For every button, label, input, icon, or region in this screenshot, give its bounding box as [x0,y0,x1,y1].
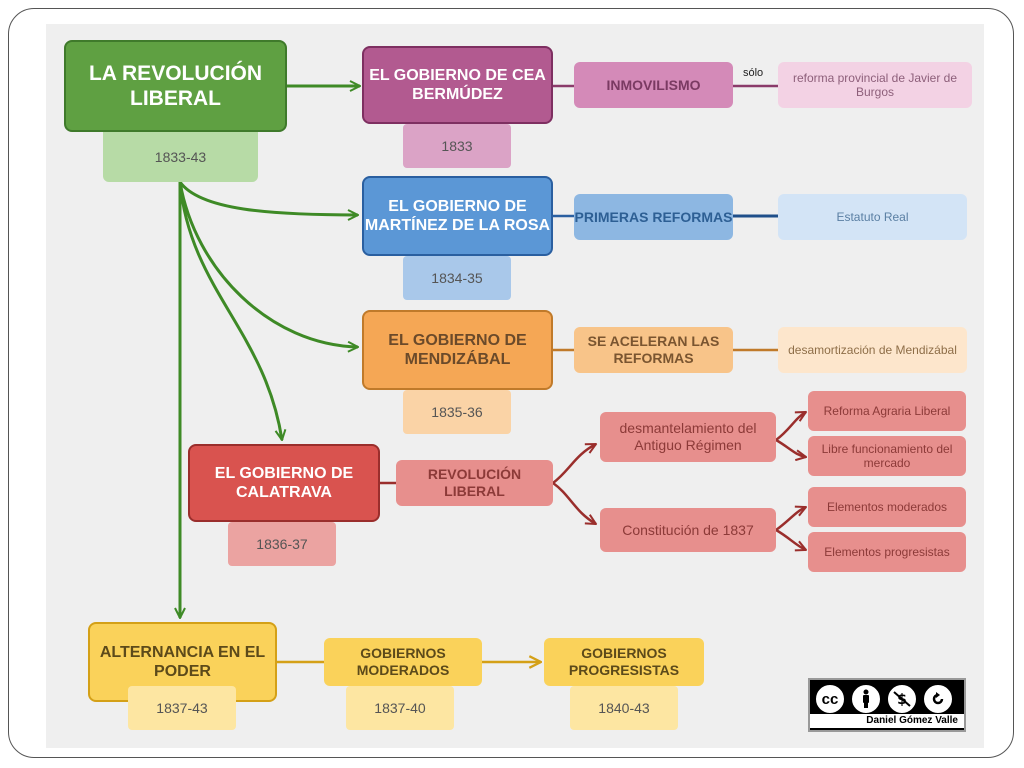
moderados-node: GOBIERNOS MODERADOS [324,638,482,686]
calatrava-label: REVOLUCIÓN LIBERAL [396,460,553,506]
mendizabal-date: 1835-36 [403,390,511,434]
progresistas-node: GOBIERNOS PROGRESISTAS [544,638,704,686]
martinez-detail: Estatuto Real [778,194,967,240]
root-node: LA REVOLUCIÓN LIBERAL [64,40,287,132]
mendizabal-detail: desamortización de Mendizábal [778,327,967,373]
alternancia-date: 1837-43 [128,686,236,730]
cea-connector-label: sólo [743,67,764,79]
martinez-label: PRIMERAS REFORMAS [574,194,733,240]
cc-icon: cc [814,683,846,715]
mendizabal-node: EL GOBIERNO DE MENDIZÁBAL [362,310,553,390]
calatrava-node: EL GOBIERNO DE CALATRAVA [188,444,380,522]
nc-icon: $ [886,683,918,715]
calatrava-branch2-item2: Elementos progresistas [808,532,966,572]
cc-license-badge: cc $ Daniel Gómez Valle [808,678,966,732]
arrow-root-martinez [178,181,358,215]
arrow-root-mendizabal [178,181,358,347]
calatrava-branch1: desmantelamiento del Antiguo Régimen [600,412,776,462]
calatrava-branch2-item1: Elementos moderados [808,487,966,527]
cea-label: INMOVILISMO [574,62,733,108]
calatrava-branch1-item1: Reforma Agraria Liberal [808,391,966,431]
cea-date: 1833 [403,124,511,168]
calatrava-branch2: Constitución de 1837 [600,508,776,552]
moderados-date: 1837-40 [346,686,454,730]
by-icon [850,683,882,715]
root-title: LA REVOLUCIÓN LIBERAL [88,61,263,110]
progresistas-date: 1840-43 [570,686,678,730]
martinez-node: EL GOBIERNO DE MARTÍNEZ DE LA ROSA [362,176,553,256]
calatrava-date: 1836-37 [228,522,336,566]
arrow-revolucion-constitucion [552,481,596,524]
martinez-date: 1834-35 [403,256,511,300]
arrow-revolucion-desmantelamiento [552,442,596,484]
mendizabal-label: SE ACELERAN LAS REFORMAS [574,327,733,373]
license-author: Daniel Gómez Valle [810,714,964,728]
calatrava-branch1-item2: Libre funcionamiento del mercado [808,436,966,476]
arrow-root-calatrava [178,181,282,440]
root-date: 1833-43 [103,132,258,182]
cea-detail: reforma provincial de Javier de Burgos [778,62,972,108]
sa-icon [922,683,954,715]
cea-node: EL GOBIERNO DE CEA BERMÚDEZ [362,46,553,124]
